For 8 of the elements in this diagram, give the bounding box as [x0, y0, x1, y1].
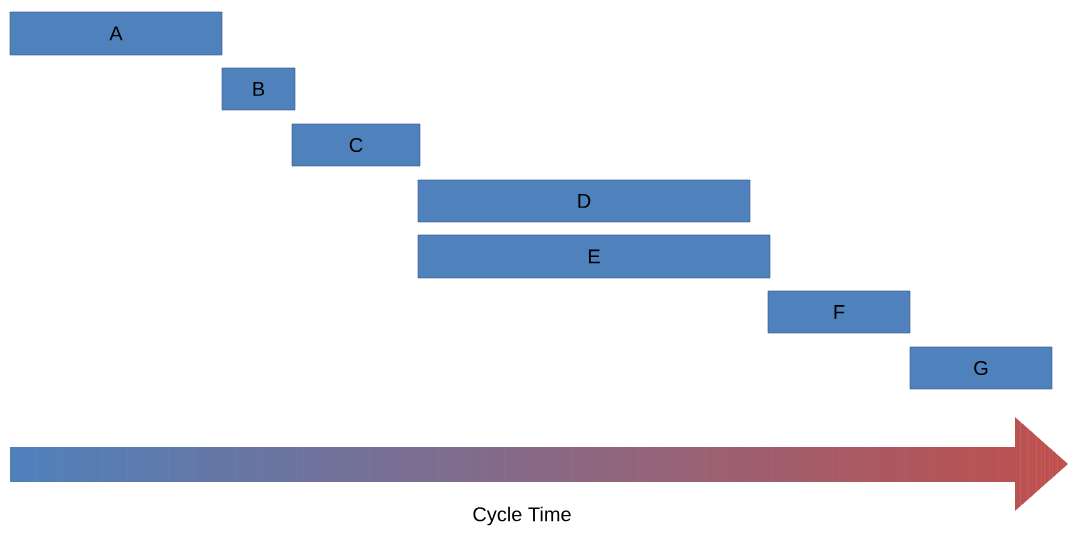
task-bar: B: [221, 67, 296, 111]
task-bar: C: [291, 123, 421, 167]
axis-label: Cycle Time: [473, 506, 571, 526]
task-bar: E: [417, 234, 771, 279]
task-bar: G: [909, 346, 1053, 390]
task-bar: A: [9, 11, 223, 56]
task-bar: D: [417, 179, 751, 223]
task-bar: F: [767, 290, 911, 334]
